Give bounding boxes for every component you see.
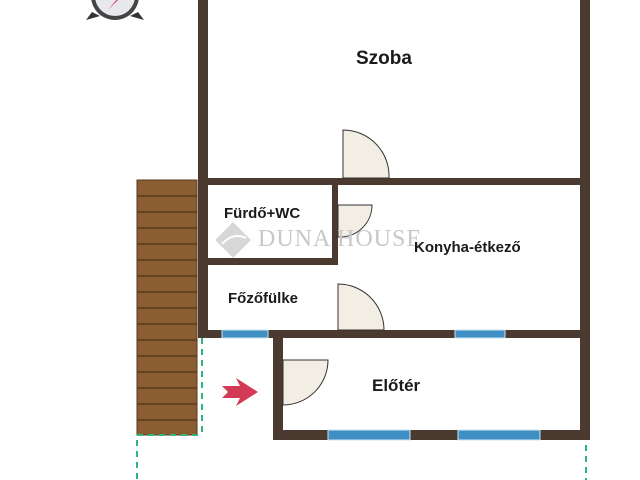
windows <box>221 329 541 441</box>
room-label-eloter: Előtér <box>372 376 421 395</box>
watermark: DUNA HOUSE <box>258 226 423 252</box>
room-label-fozofulke: Főzőfülke <box>228 290 298 307</box>
room-label-szoba: Szoba <box>356 48 412 69</box>
door-szoba <box>342 129 390 179</box>
doors <box>282 129 390 406</box>
stairs <box>136 179 198 436</box>
room-label-konyha: Konyha-étkező <box>414 239 521 256</box>
door-eloter <box>282 359 329 406</box>
terrace-boundary <box>136 338 587 480</box>
walls <box>198 0 590 440</box>
watermark-logo-icon <box>215 222 251 258</box>
door-fozofulke <box>337 283 385 331</box>
door-furdo <box>337 204 373 238</box>
entrance-arrow-icon <box>222 378 258 406</box>
room-label-furdo: Fürdő+WC <box>224 205 301 222</box>
compass-icon <box>86 0 144 20</box>
